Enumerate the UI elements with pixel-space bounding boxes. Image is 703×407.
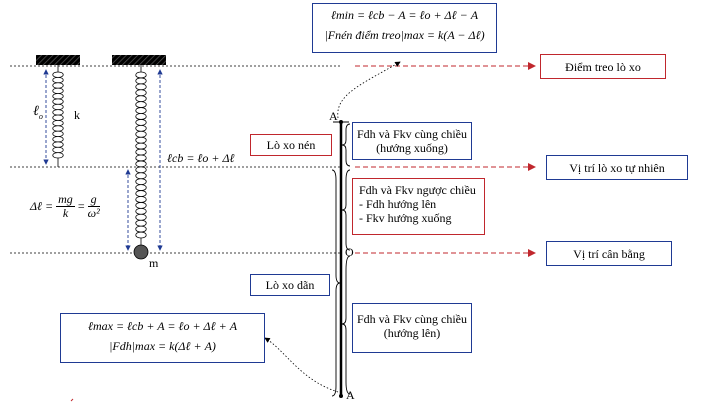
lmin-formula: ℓmin = ℓcb − A = ℓo + Δℓ − A bbox=[330, 8, 479, 22]
label-natural-box: Vị trí lò xo tự nhiên bbox=[546, 155, 688, 180]
force-note-bottom-line2: (hướng lên) bbox=[383, 326, 441, 340]
spring-stretched bbox=[135, 65, 147, 246]
compressed-box: Lò xo nén bbox=[250, 134, 332, 156]
label-equilibrium: Vị trí cân bằng bbox=[573, 247, 645, 261]
point-o: O bbox=[345, 245, 354, 259]
force-note-bottom: Fdh và Fkv cùng chiều (hướng lên) bbox=[352, 303, 472, 353]
dl-eq: = bbox=[77, 199, 85, 213]
dl-num2: g bbox=[87, 193, 100, 207]
axis-dot-bottom bbox=[339, 394, 343, 398]
fmax-formula: |Fdh|max = k(Δℓ + A) bbox=[109, 339, 216, 353]
force-note-mid-line3: - Fkv hướng xuống bbox=[359, 211, 452, 225]
label-suspension-box: Điểm treo lò xo bbox=[540, 54, 666, 79]
leader-bottom bbox=[264, 337, 339, 393]
dl-lhs: Δℓ = bbox=[30, 199, 54, 213]
mass-ball bbox=[133, 244, 149, 260]
mass-m-label: m bbox=[149, 256, 159, 270]
point-a-top: A bbox=[329, 109, 338, 123]
fmin-formula: |Fnén điểm treo|max = k(A − Δℓ) bbox=[324, 28, 485, 42]
ceiling-2 bbox=[112, 55, 166, 65]
brace-compressed bbox=[341, 123, 351, 167]
lmax-formula: ℓmax = ℓcb + A = ℓo + Δℓ + A bbox=[87, 319, 238, 333]
force-note-mid-line1: Fdh và Fkv ngược chiều bbox=[359, 183, 476, 197]
l0-sub: o bbox=[38, 111, 43, 121]
point-a-bottom: A bbox=[346, 388, 355, 402]
label-natural: Vị trí lò xo tự nhiên bbox=[569, 161, 665, 175]
spring-k-label: k bbox=[74, 108, 80, 122]
brace-bottom bbox=[341, 255, 351, 395]
force-note-bottom-line1: Fdh và Fkv cùng chiều bbox=[357, 312, 467, 326]
brace-mid bbox=[341, 169, 351, 251]
ceiling-1 bbox=[36, 55, 80, 65]
l0-symbol: ℓ bbox=[33, 104, 39, 119]
l0-label: ℓo bbox=[33, 104, 43, 121]
lmin-formula-box: ℓmin = ℓcb − A = ℓo + Δℓ − A |Fnén điểm … bbox=[312, 3, 497, 53]
force-note-mid-line2: - Fdh hướng lên bbox=[359, 197, 437, 211]
force-note-mid: Fdh và Fkv ngược chiều - Fdh hướng lên -… bbox=[352, 178, 485, 235]
force-note-top: Fdh và Fkv cùng chiều (hướng xuống) bbox=[352, 122, 472, 160]
force-note-top-line2: (hướng xuống) bbox=[376, 141, 448, 155]
stretched-label: Lò xo dãn bbox=[265, 278, 315, 292]
axis-dot-top bbox=[339, 120, 343, 124]
dl-formula: Δℓ = mg k = g ω² bbox=[30, 193, 100, 220]
compressed-label: Lò xo nén bbox=[266, 138, 316, 152]
brace-stretched bbox=[331, 169, 341, 397]
red-tick bbox=[70, 398, 74, 402]
lcb-formula: ℓcb = ℓo + Δℓ bbox=[167, 151, 235, 165]
label-suspension: Điểm treo lò xo bbox=[565, 60, 641, 74]
stretched-box: Lò xo dãn bbox=[250, 274, 330, 296]
force-note-top-line1: Fdh và Fkv cùng chiều bbox=[357, 127, 467, 141]
spring-natural bbox=[52, 65, 64, 167]
leader-top bbox=[337, 61, 401, 119]
label-equilibrium-box: Vị trí cân bằng bbox=[546, 241, 672, 266]
dl-den1: k bbox=[62, 206, 69, 220]
dl-frac1: mg k bbox=[56, 193, 75, 220]
lmax-formula-box: ℓmax = ℓcb + A = ℓo + Δℓ + A |Fdh|max = … bbox=[60, 313, 265, 363]
dl-num1: mg bbox=[56, 192, 75, 207]
dl-den2: ω² bbox=[87, 206, 100, 220]
dl-frac2: g ω² bbox=[88, 193, 100, 220]
